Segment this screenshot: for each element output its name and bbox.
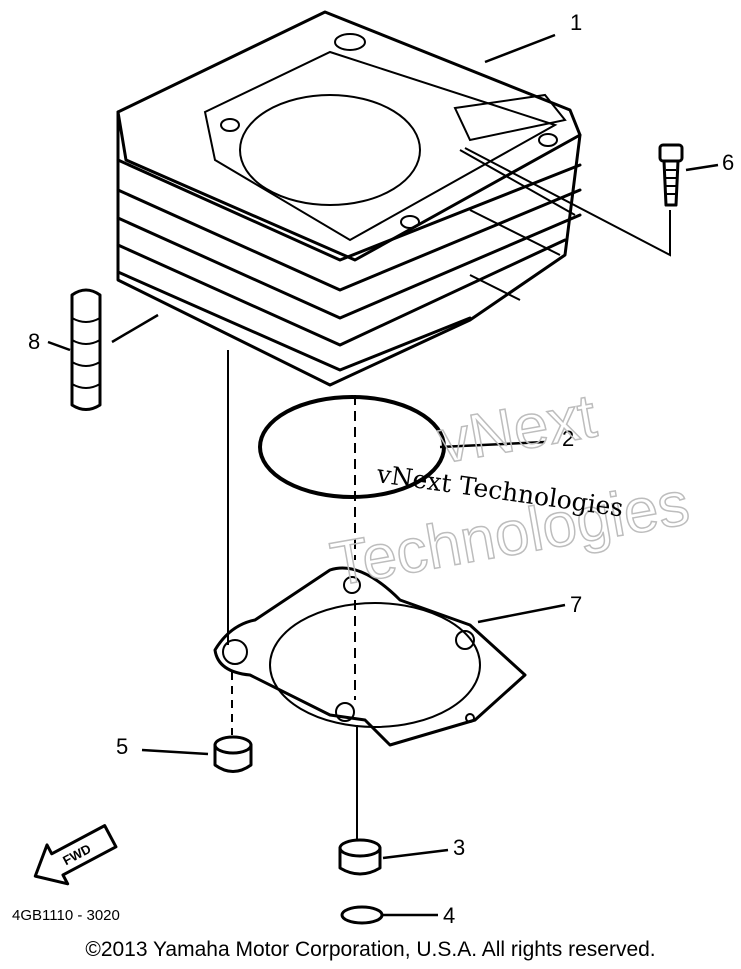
alignment-lines <box>227 147 671 840</box>
cylinder-part <box>116 10 582 387</box>
callout-5: 5 <box>116 734 128 759</box>
callout-1: 1 <box>570 10 582 35</box>
dowel-pin-part <box>338 838 382 876</box>
small-o-ring-part <box>340 905 384 925</box>
base-gasket-part <box>213 566 527 747</box>
stud-part <box>70 288 102 411</box>
dowel-pin-part <box>213 735 253 773</box>
bolt-part <box>658 143 684 207</box>
copyright-text: ©2013 Yamaha Motor Corporation, U.S.A. A… <box>85 938 656 961</box>
drawing-code: 4GB1110 - 3020 <box>12 907 120 924</box>
watermark-outline-vnext: vNext <box>433 382 601 477</box>
callout-2: 2 <box>562 426 574 451</box>
callout-8: 8 <box>28 329 40 354</box>
leader-lines <box>47 33 719 917</box>
callout-3: 3 <box>453 835 465 860</box>
callout-4: 4 <box>443 903 455 928</box>
callout-6: 6 <box>722 150 734 175</box>
fwd-arrow-badge: FWD <box>33 824 118 886</box>
callout-7: 7 <box>570 592 582 617</box>
